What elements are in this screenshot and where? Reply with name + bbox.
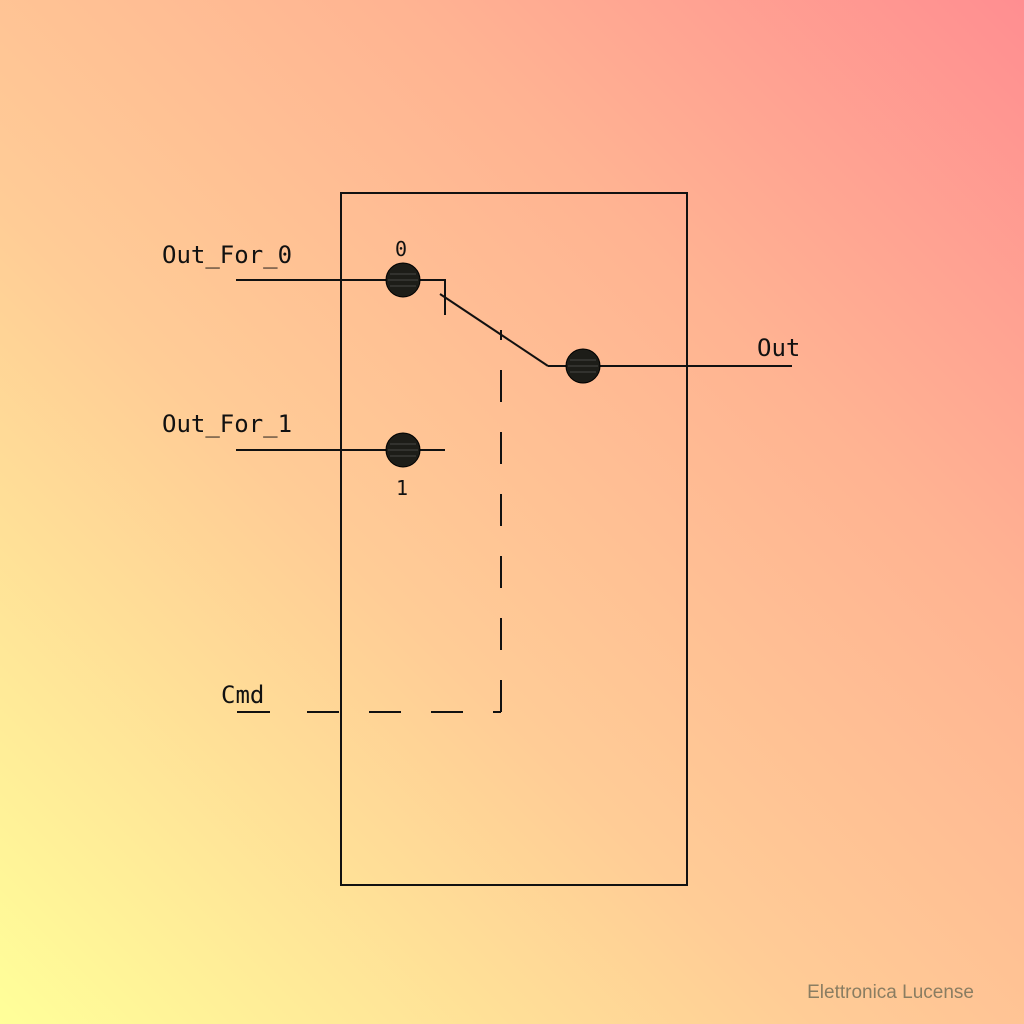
contact-0-node — [385, 262, 421, 298]
label-cmd: Cmd — [221, 681, 264, 709]
label-position-0: 0 — [395, 237, 407, 261]
credit-watermark: Elettronica Lucense — [807, 982, 974, 1003]
label-out-for-0: Out_For_0 — [162, 241, 292, 269]
label-out-for-1: Out_For_1 — [162, 410, 292, 438]
label-out: Out — [757, 334, 800, 362]
label-position-1: 1 — [396, 476, 408, 500]
switch-body — [340, 192, 688, 886]
common-node — [565, 348, 601, 384]
switch-arm — [439, 293, 549, 367]
contact-1-node — [385, 432, 421, 468]
